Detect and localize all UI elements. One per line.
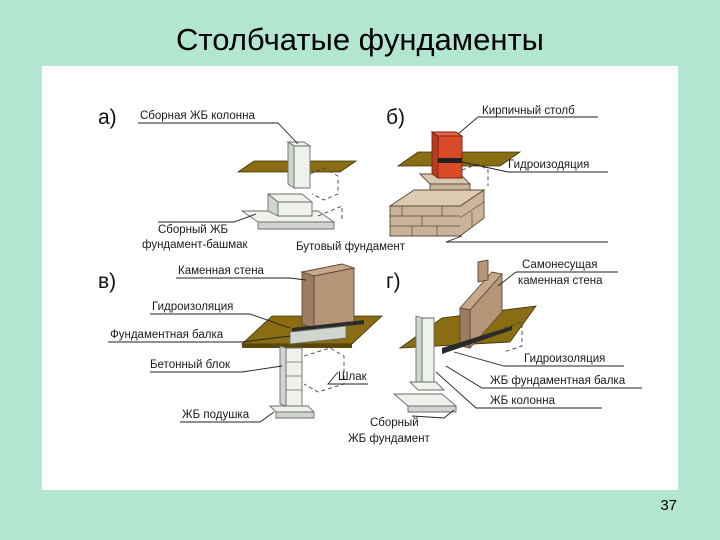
rc-footing-g [392, 393, 458, 407]
label-wall-g-1: Самонесущая [522, 259, 597, 271]
label-pad-v: ЖБ подушка [182, 409, 250, 421]
diagram-b: б) Кирпичный столб Гидроизодяция Бутовый… [296, 105, 608, 253]
concrete-block-v [285, 347, 303, 407]
label-rubble-b: Бутовый фундамент [296, 241, 406, 253]
label-beam-v: Фундаментная балка [110, 329, 224, 341]
letter-v: в) [98, 270, 116, 293]
label-footing-a-2: фундамент-башмак [142, 239, 249, 251]
label-wall-g-2: каменная стена [518, 275, 603, 287]
rc-pad-v [268, 405, 316, 413]
label-wall-v: Каменная стена [178, 265, 265, 277]
label-waterproof-b: Гидроизодяция [508, 159, 589, 171]
letter-a: а) [98, 106, 117, 129]
rc-column-g [421, 317, 435, 385]
label-waterproof-v: Гидроизоляция [152, 301, 233, 313]
letter-g: г) [386, 270, 401, 293]
foundations-diagram: а) Сборная ЖБ колонна Сборный ЖБ фундаме… [98, 105, 642, 445]
page-number: 37 [660, 497, 677, 514]
diagram-a: а) Сборная ЖБ колонна Сборный ЖБ фундаме… [98, 106, 358, 251]
label-slag-v: Шлак [338, 371, 368, 383]
diagram-g: г) Самонесущая каменная стена Гидроизоля… [348, 259, 642, 445]
label-found-g-2: ЖБ фундамент [348, 433, 431, 445]
label-beam-g: ЖБ фундаментная балка [490, 375, 626, 387]
letter-b: б) [386, 106, 405, 129]
diagram-panel: а) Сборная ЖБ колонна Сборный ЖБ фундаме… [42, 66, 678, 490]
label-column-a: Сборная ЖБ колонна [140, 110, 255, 122]
slag-fill-v [303, 347, 345, 393]
label-block-v: Бетонный блок [150, 359, 231, 371]
label-footing-a-1: Сборный ЖБ [158, 224, 228, 236]
diagram-v: в) Каменная стена Гидроизоляция Фундамен… [98, 263, 384, 423]
label-waterproof-g: Гидроизоляция [524, 353, 605, 365]
label-pillar-b: Кирпичный столб [482, 105, 575, 117]
slide-title: Столбчатые фундаменты [176, 22, 544, 57]
label-found-g-1: Сборный [370, 417, 419, 429]
label-column-g: ЖБ колонна [490, 395, 556, 407]
